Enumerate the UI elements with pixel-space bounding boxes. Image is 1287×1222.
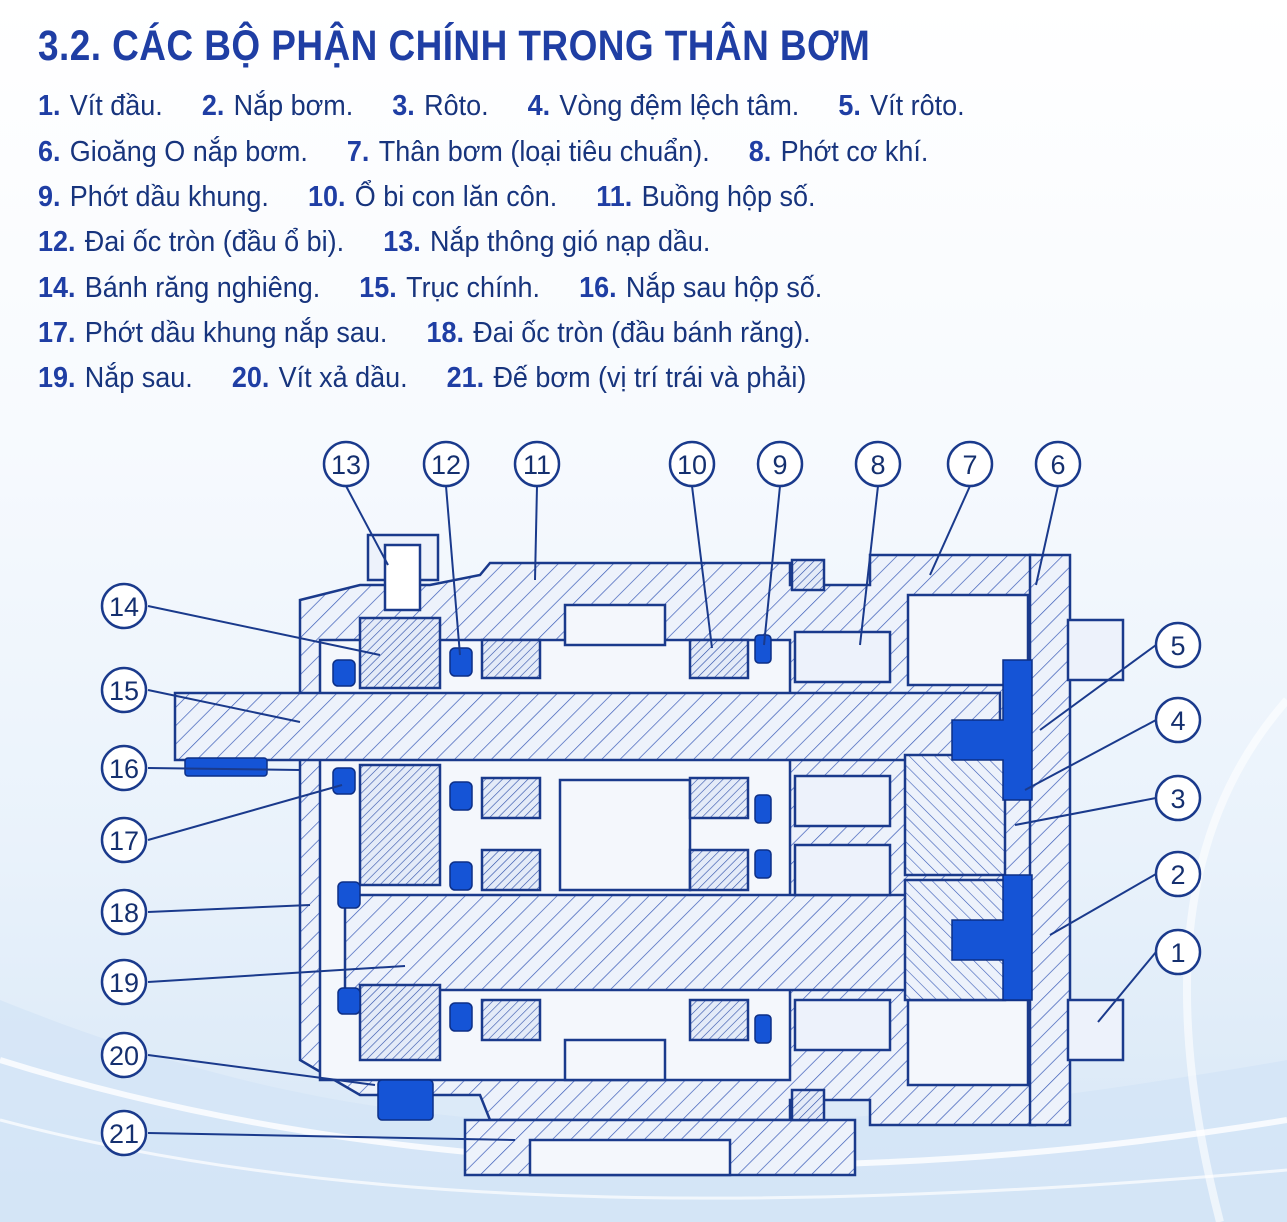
legend-item-number: 19.: [38, 362, 76, 394]
callout-8: 8: [870, 450, 885, 480]
legend-item: 8.Phớt cơ khí.: [749, 136, 929, 168]
pump-body: [173, 533, 1125, 1177]
legend-item-text: Vít xả dầu.: [278, 362, 408, 394]
legend-item-number: 11.: [596, 181, 633, 213]
legend-item: 13. Nắp thông gió nạp dầu.: [383, 226, 710, 258]
legend-item-text: Vít đầu.: [69, 90, 163, 122]
legend-item: 3. Rôto.: [392, 90, 488, 122]
legend-row: 14.Bánh răng nghiêng. 15. Trục chính. 16.Nắ…: [38, 272, 861, 312]
callout-12: 12: [431, 450, 461, 480]
legend-item-number: 4.: [527, 90, 551, 122]
legend-item-text: Phớt cơ khí.: [780, 136, 929, 168]
legend-item-number: 18.: [426, 317, 464, 349]
legend-row: 6.Gioăng O nắp bơm. 7.Thân bơm (loại tiêu…: [38, 136, 967, 176]
callout-21: 21: [109, 1119, 139, 1149]
callout-1: 1: [1170, 938, 1185, 968]
legend-item-number: 8.: [748, 136, 772, 168]
legend-item: 7.Thân bơm (loại tiêu chuẩn).: [347, 136, 710, 168]
legend-item-number: 13.: [383, 226, 421, 258]
legend-item: 21.Đế bơm (vị trí trái và phải): [447, 362, 807, 394]
callout-10: 10: [677, 450, 707, 480]
legend-item-text: Nắp sau.: [84, 362, 193, 394]
legend-item-number: 12.: [38, 226, 76, 258]
callout-13: 13: [331, 450, 361, 480]
callout-5: 5: [1170, 631, 1185, 661]
legend-item-number: 6.: [38, 136, 61, 168]
legend-row: 12.Đai ốc tròn (đầu ổ bi). 13. Nắp thông g…: [38, 226, 749, 266]
legend-item: 16.Nắp sau hộp số.: [579, 272, 822, 304]
legend-item-number: 15.: [359, 272, 397, 304]
legend-item-text: Phớt dầu khung.: [69, 181, 269, 213]
leader-lines: [147, 485, 1157, 1141]
legend-item-number: 17.: [38, 317, 76, 349]
legend-item: 17.Phớt dầu khung nắp sau.: [38, 317, 387, 349]
callout-14: 14: [109, 592, 139, 622]
callout-4: 4: [1170, 706, 1185, 736]
callout-15: 15: [109, 676, 139, 706]
legend-item: 4.Vòng đệm lệch tâm.: [528, 90, 800, 122]
legend-item-number: 5.: [838, 90, 861, 122]
legend-row: 19.Nắp sau. 20.Vít xả dầu. 21.Đế bơm (vị t…: [38, 362, 845, 402]
legend-item: 20.Vít xả dầu.: [232, 362, 408, 394]
legend-item-number: 16.: [579, 272, 617, 304]
callout-markers: [100, 440, 1202, 1157]
callout-2: 2: [1170, 860, 1185, 890]
callout-18: 18: [109, 898, 139, 928]
legend-item-number: 21.: [446, 362, 485, 394]
legend-item: 14.Bánh răng nghiêng.: [38, 272, 320, 304]
legend-item: 9.Phớt dầu khung.: [38, 181, 269, 213]
legend-item: 1.Vít đầu.: [38, 90, 163, 122]
callout-labels: 13 12 11 10 9 8 7 6 14 15 16 17 18 19 20…: [109, 450, 1186, 1149]
legend-item-number: 3.: [392, 90, 415, 122]
callout-3: 3: [1170, 784, 1185, 814]
legend-row: 17.Phớt dầu khung nắp sau. 18. Đai ốc tròn…: [38, 317, 850, 357]
legend-item-number: 7.: [346, 136, 370, 168]
legend-item-text: Nắp bơm.: [233, 90, 354, 122]
legend-item: 2.Nắp bơm.: [202, 90, 353, 122]
legend-item: 6.Gioăng O nắp bơm.: [38, 136, 308, 168]
callout-9: 9: [772, 450, 787, 480]
callout-6: 6: [1050, 450, 1065, 480]
legend-item-number: 1.: [38, 90, 61, 122]
callout-20: 20: [109, 1041, 139, 1071]
legend-item-text: Phớt dầu khung nắp sau.: [84, 317, 388, 349]
callout-17: 17: [109, 826, 139, 856]
legend-item: 12.Đai ốc tròn (đầu ổ bi).: [38, 226, 344, 258]
callout-16: 16: [109, 754, 139, 784]
legend-item-text: Đai ốc tròn (đầu ổ bi).: [84, 226, 345, 258]
legend-row: 9.Phớt dầu khung. 10.Ổ bi con lăn côn. 11.…: [38, 181, 855, 221]
legend-item-text: Rôto.: [424, 90, 489, 122]
legend-item-number: 14.: [38, 272, 76, 304]
legend-item-text: Buồng hộp số.: [641, 181, 816, 213]
callout-11: 11: [523, 450, 551, 480]
legend-row: 1.Vít đầu. 2.Nắp bơm. 3. Rôto. 4.Vòng đệm lệ…: [38, 90, 1004, 130]
legend-item-number: 2.: [201, 90, 225, 122]
page-title: 3.2. CÁC BỘ PHẬN CHÍNH TRONG THÂN BƠM: [38, 22, 871, 70]
legend-item-text: Vòng đệm lệch tâm.: [559, 90, 800, 122]
legend-item: 5. Vít rôto.: [838, 90, 964, 122]
legend-item-text: Trục chính.: [406, 272, 541, 304]
legend-item-text: Nắp thông gió nạp dầu.: [430, 226, 711, 258]
legend-item: 10.Ổ bi con lăn côn.: [308, 181, 557, 213]
legend-item-text: Nắp sau hộp số.: [625, 272, 823, 304]
legend-item-text: Đế bơm (vị trí trái và phải): [493, 362, 807, 394]
legend-item-text: Gioăng O nắp bơm.: [69, 136, 308, 168]
callout-19: 19: [109, 968, 139, 998]
legend-item-number: 10.: [307, 181, 346, 213]
callout-7: 7: [962, 450, 977, 480]
legend-item: 11.Buồng hộp số.: [596, 181, 815, 213]
legend-item-text: Đai ốc tròn (đầu bánh răng).: [473, 317, 811, 349]
legend-item-number: 9.: [38, 181, 61, 213]
legend-item-text: Vít rôto.: [870, 90, 965, 122]
legend-item-text: Ổ bi con lăn côn.: [354, 181, 558, 213]
legend-item: 15. Trục chính.: [359, 272, 540, 304]
legend-item: 18. Đai ốc tròn (đầu bánh răng).: [426, 317, 810, 349]
legend-item-number: 20.: [231, 362, 270, 394]
legend-item-text: Bánh răng nghiêng.: [84, 272, 321, 304]
blue-seal-parts: [184, 634, 1033, 1121]
legend-item: 19.Nắp sau.: [38, 362, 193, 394]
legend-item-text: Thân bơm (loại tiêu chuẩn).: [378, 136, 710, 168]
